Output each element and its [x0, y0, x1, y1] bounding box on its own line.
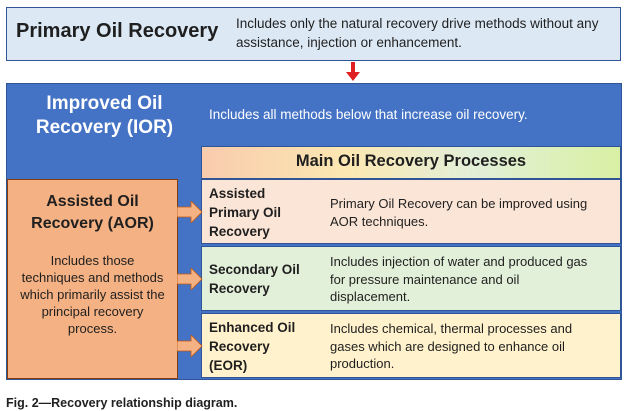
- aor-box: [7, 179, 178, 379]
- aor-description: Includes those techniques and methods wh…: [10, 252, 175, 337]
- process-title-line: (EOR): [209, 358, 248, 373]
- process-row-enhanced: [201, 313, 621, 378]
- process-title: Assisted Primary Oil Recovery: [209, 184, 329, 241]
- primary-desc-line: Includes only the natural recovery drive…: [236, 16, 599, 31]
- ior-title: Improved Oil Recovery (IOR): [12, 92, 197, 140]
- process-title-line: Assisted: [209, 186, 266, 201]
- down-arrow-icon: [346, 62, 360, 81]
- process-title: Secondary Oil Recovery: [209, 260, 329, 298]
- main-processes-header: [201, 146, 621, 179]
- process-title-line: Recovery: [209, 339, 270, 354]
- figure-caption: Fig. 2—Recovery relationship diagram.: [6, 396, 238, 410]
- process-description: Primary Oil Recovery can be improved usi…: [330, 195, 610, 230]
- ior-title-line: Improved Oil: [46, 93, 163, 114]
- process-desc-line: production.: [330, 356, 395, 371]
- primary-desc-line: assistance, injection or enhancement.: [236, 35, 462, 50]
- process-title-line: Primary Oil: [209, 205, 282, 220]
- process-title-line: Enhanced Oil: [209, 320, 296, 335]
- aor-desc-line: process.: [67, 321, 118, 336]
- process-title-line: Recovery: [209, 281, 270, 296]
- process-desc-line: displacement.: [330, 289, 411, 304]
- aor-title-line: Recovery (AOR): [31, 215, 154, 232]
- aor-title: Assisted Oil Recovery (AOR): [9, 191, 176, 235]
- ior-title-line: Recovery (IOR): [35, 117, 174, 138]
- process-desc-line: AOR techniques.: [330, 213, 429, 229]
- aor-title-line: Assisted Oil: [46, 193, 139, 210]
- aor-desc-line: Includes those: [50, 253, 135, 268]
- right-arrow-icon: [177, 201, 203, 223]
- process-desc-line: gases which are designed to enhance oil: [330, 338, 565, 354]
- main-processes-header-label: Main Oil Recovery Processes: [295, 152, 527, 170]
- process-desc-line: Includes injection of water and produced…: [330, 254, 588, 269]
- ior-description: Includes all methods below that increase…: [209, 107, 528, 122]
- aor-desc-line: principal recovery: [41, 304, 144, 319]
- right-arrow-icon: [177, 335, 203, 357]
- process-desc-line: Primary Oil Recovery can be improved usi…: [330, 196, 588, 211]
- process-row-secondary: [201, 246, 621, 311]
- primary-recovery-box: [6, 7, 621, 61]
- process-description: Includes injection of water and produced…: [330, 253, 610, 306]
- process-title-line: Recovery: [209, 224, 270, 239]
- aor-desc-line: which primarily assist the: [20, 287, 165, 302]
- process-title-line: Secondary Oil: [209, 262, 300, 277]
- process-title: Enhanced Oil Recovery (EOR): [209, 318, 329, 375]
- process-row-assisted-primary: [201, 179, 621, 244]
- aor-desc-line: techniques and methods: [21, 270, 164, 285]
- primary-recovery-description: Includes only the natural recovery drive…: [236, 14, 616, 52]
- process-desc-line: for pressure maintenance and oil: [330, 271, 520, 287]
- primary-recovery-title: Primary Oil Recovery: [16, 20, 219, 42]
- process-description: Includes chemical, thermal processes and…: [330, 320, 610, 373]
- process-desc-line: Includes chemical, thermal processes and: [330, 321, 573, 336]
- right-arrow-icon: [177, 268, 203, 290]
